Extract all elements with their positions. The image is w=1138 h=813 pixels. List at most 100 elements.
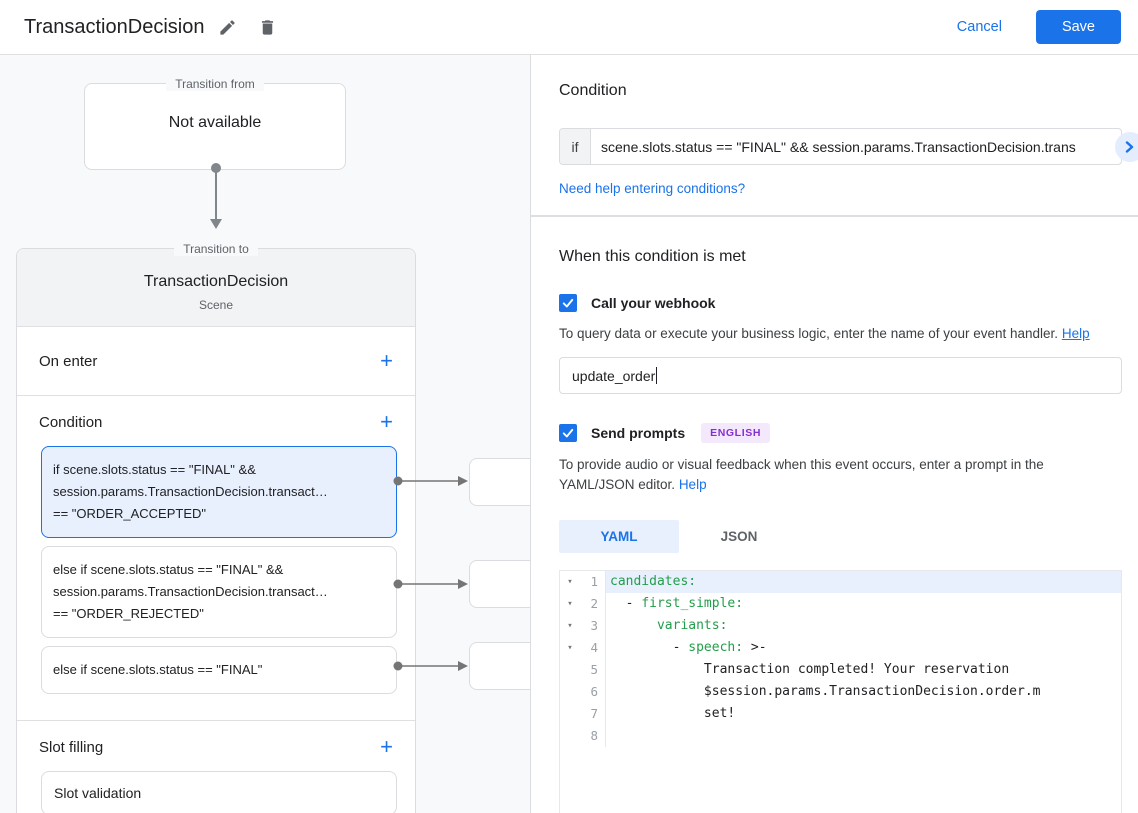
page-title: TransactionDecision — [24, 15, 205, 38]
code-line: 8 — [560, 725, 1121, 747]
text-cursor — [656, 367, 658, 384]
yaml-text-token: - — [610, 640, 689, 655]
tab-json[interactable]: JSON — [679, 520, 799, 553]
add-condition-button[interactable]: + — [374, 409, 399, 435]
fold-spacer — [560, 725, 580, 747]
condition-expression-input[interactable]: scene.slots.status == "FINAL" && session… — [601, 138, 1076, 155]
plus-icon: + — [380, 348, 393, 373]
condition-heading: Condition — [559, 82, 627, 99]
scene-flow-canvas: Transition from Not available Transition… — [0, 55, 530, 813]
transition-to-card: Transition to TransactionDecision Scene … — [16, 242, 416, 813]
condition-section-label: Condition — [39, 413, 103, 431]
transition-target-box[interactable] — [469, 458, 530, 506]
collapse-panel-button[interactable] — [1115, 132, 1138, 162]
webhook-checkbox-row: Call your webhook — [559, 294, 1122, 312]
code-line: ▾ 4 - speech: >- — [560, 637, 1121, 659]
condition-item[interactable]: else if scene.slots.status == "FINAL" — [41, 646, 397, 694]
fold-spacer — [560, 703, 580, 725]
yaml-key-token: speech: — [688, 640, 744, 655]
prompts-description: To provide audio or visual feedback when… — [559, 455, 1111, 495]
checkmark-icon — [562, 428, 574, 438]
line-number: 1 — [580, 571, 606, 593]
transition-from-content: Not available — [168, 114, 262, 131]
transition-from-box[interactable]: Transition from Not available — [84, 77, 346, 170]
webhook-handler-value: update_order — [572, 367, 656, 384]
condition-item[interactable]: if scene.slots.status == "FINAL" && sessi… — [41, 446, 397, 538]
scene-title: TransactionDecision — [143, 273, 289, 290]
checkmark-icon — [562, 298, 574, 308]
save-button[interactable]: Save — [1035, 10, 1121, 44]
plus-icon: + — [380, 409, 393, 434]
code-content[interactable]: - speech: >- — [606, 637, 1121, 659]
webhook-handler-input[interactable]: update_order — [559, 357, 1122, 394]
fold-spacer — [560, 659, 580, 681]
fold-spacer — [560, 681, 580, 703]
cancel-button[interactable]: Cancel — [941, 11, 1018, 43]
condition-item[interactable]: else if scene.slots.status == "FINAL" &&… — [41, 546, 397, 638]
prompts-help-link[interactable]: Help — [678, 477, 707, 492]
yaml-text-token: $session.params.TransactionDecision.orde… — [610, 684, 1041, 699]
add-slot-button[interactable]: + — [374, 734, 399, 760]
add-on-enter-button[interactable]: + — [374, 348, 399, 374]
line-number: 8 — [580, 725, 606, 747]
code-line: 7 set! — [560, 703, 1121, 725]
plus-icon: + — [380, 734, 393, 759]
editor-format-tabs: YAML JSON — [559, 520, 1122, 553]
delete-button[interactable] — [250, 10, 284, 44]
fold-arrow-icon[interactable]: ▾ — [567, 621, 573, 631]
line-number: 2 — [580, 593, 606, 615]
section-divider — [531, 215, 1138, 217]
condition-text-line: else if scene.slots.status == "FINAL" && — [53, 562, 284, 577]
scene-subtitle: Scene — [198, 298, 234, 312]
transition-from-legend: Transition from — [85, 75, 345, 93]
webhook-description: To query data or execute your business l… — [559, 324, 1111, 344]
yaml-text-token: set! — [610, 706, 736, 721]
prompts-checkbox[interactable] — [559, 424, 577, 442]
language-badge: ENGLISH — [701, 423, 770, 443]
code-content[interactable]: set! — [606, 703, 1121, 725]
yaml-key-token: variants: — [656, 618, 728, 633]
webhook-checkbox[interactable] — [559, 294, 577, 312]
if-prefix-label: if — [560, 129, 591, 164]
yaml-key-token: first_simple: — [641, 596, 744, 611]
on-enter-label: On enter — [39, 352, 98, 370]
code-content[interactable]: - first_simple: — [606, 593, 1121, 615]
code-content[interactable]: variants: — [606, 615, 1121, 637]
condition-text-line: == "ORDER_REJECTED" — [53, 606, 204, 621]
webhook-help-link[interactable]: Help — [1061, 326, 1090, 341]
condition-text-line: session.params.TransactionDecision.trans… — [53, 484, 328, 499]
prompts-checkbox-row: Send prompts ENGLISH — [559, 423, 1122, 443]
pencil-icon — [220, 19, 235, 35]
trash-icon — [261, 19, 273, 35]
when-met-heading: When this condition is met — [559, 248, 746, 265]
condition-text-line: if scene.slots.status == "FINAL" && — [53, 462, 256, 477]
fold-arrow-icon[interactable]: ▾ — [567, 599, 573, 609]
line-number: 4 — [580, 637, 606, 659]
scene-card-header[interactable]: TransactionDecision Scene — [17, 249, 415, 327]
slot-filling-section: Slot filling + Slot validation — [17, 721, 415, 813]
prompts-label: Send prompts — [591, 425, 686, 441]
code-content[interactable]: Transaction completed! Your reservation — [606, 659, 1121, 681]
chevron-right-icon — [1125, 141, 1134, 153]
fold-arrow-icon[interactable]: ▾ — [567, 643, 573, 653]
yaml-key-token: candidates: — [610, 574, 697, 589]
transition-target-box[interactable] — [469, 560, 530, 608]
fold-arrow-icon[interactable]: ▾ — [567, 577, 573, 587]
slot-filling-label: Slot filling — [39, 738, 104, 756]
condition-expression-row: if scene.slots.status == "FINAL" && sess… — [559, 128, 1122, 165]
condition-text-line: == "ORDER_ACCEPTED" — [53, 506, 206, 521]
slot-validation-item[interactable]: Slot validation — [41, 771, 397, 813]
condition-editor-panel: Condition if scene.slots.status == "FINA… — [530, 55, 1138, 813]
transition-target-box[interactable] — [469, 642, 530, 690]
tab-yaml[interactable]: YAML — [559, 520, 679, 553]
condition-text-line: session.params.TransactionDecision.trans… — [53, 584, 328, 599]
code-line: ▾ 2 - first_simple: — [560, 593, 1121, 615]
yaml-text-token: >- — [743, 640, 767, 655]
code-content[interactable]: candidates: — [606, 571, 1121, 593]
top-bar: TransactionDecision Cancel Save — [0, 0, 1138, 55]
code-content[interactable] — [606, 725, 1121, 747]
edit-button[interactable] — [210, 10, 244, 44]
condition-help-link[interactable]: Need help entering conditions? — [559, 181, 746, 196]
code-content[interactable]: $session.params.TransactionDecision.orde… — [606, 681, 1121, 703]
